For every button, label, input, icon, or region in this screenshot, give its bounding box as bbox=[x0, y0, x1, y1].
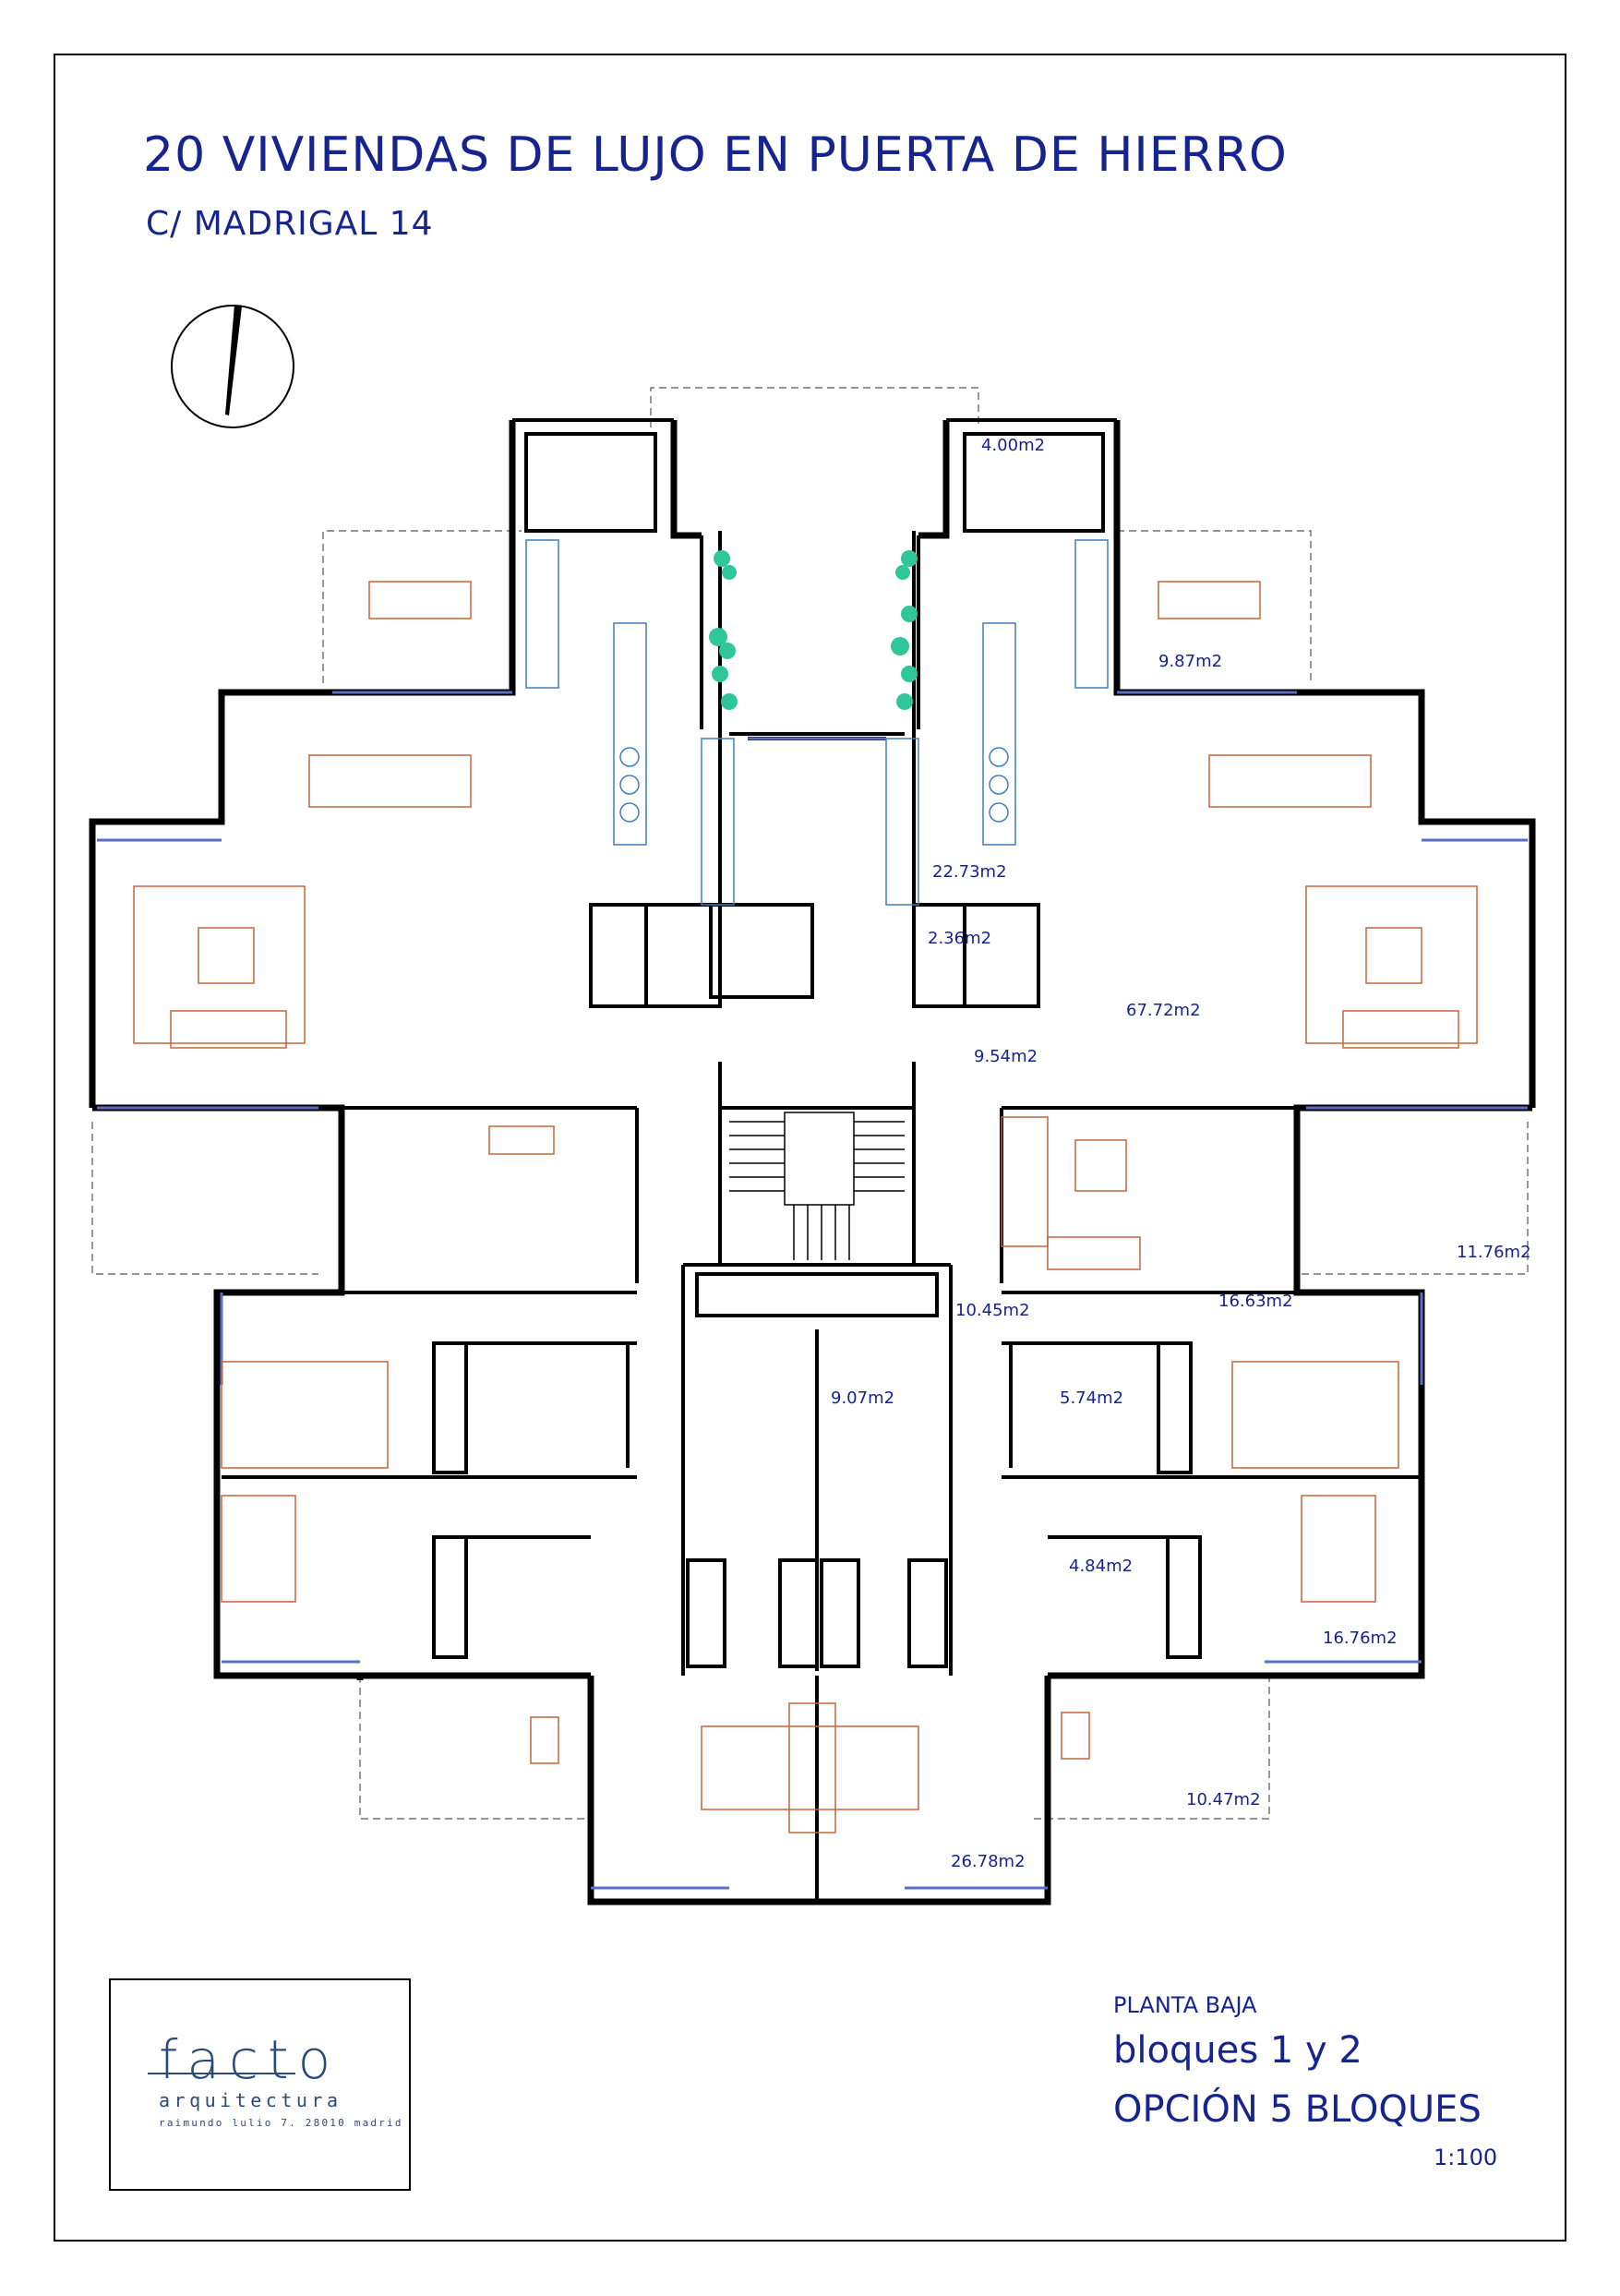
area-label: 22.73m2 bbox=[932, 862, 1007, 882]
logo-underline bbox=[148, 2073, 295, 2074]
project-title: 20 VIVIENDAS DE LUJO EN PUERTA DE HIERRO bbox=[143, 127, 1288, 183]
area-label: 67.72m2 bbox=[1126, 1001, 1201, 1020]
logo-subtitle: arquitectura bbox=[159, 2089, 342, 2111]
staircase bbox=[729, 1112, 905, 1260]
north-arrow-icon bbox=[171, 305, 294, 428]
terrace-outlines bbox=[91, 387, 1529, 1820]
area-label: 26.78m2 bbox=[951, 1852, 1026, 1871]
blocks-label: bloques 1 y 2 bbox=[1113, 2029, 1362, 2072]
interior-walls bbox=[222, 418, 1422, 1902]
area-label: 11.76m2 bbox=[1457, 1243, 1531, 1262]
floor-label: PLANTA BAJA bbox=[1113, 1992, 1257, 2018]
windows bbox=[97, 691, 1528, 1890]
kitchen-fixtures bbox=[525, 539, 1109, 906]
sheet-border bbox=[54, 54, 1566, 2242]
planter-plants bbox=[709, 550, 918, 710]
area-label: 9.07m2 bbox=[831, 1388, 894, 1408]
area-label: 16.63m2 bbox=[1218, 1292, 1293, 1311]
exterior-walls bbox=[89, 420, 1536, 1905]
area-label: 4.00m2 bbox=[981, 436, 1045, 455]
area-label: 9.87m2 bbox=[1158, 652, 1222, 671]
area-label: 9.54m2 bbox=[974, 1047, 1038, 1066]
area-label: 2.36m2 bbox=[928, 929, 991, 948]
logo-address: raimundo lulio 7. 28010 madrid bbox=[159, 2117, 403, 2129]
area-label: 10.47m2 bbox=[1186, 1790, 1261, 1809]
area-label: 16.76m2 bbox=[1323, 1629, 1398, 1648]
scale-label: 1:100 bbox=[1434, 2145, 1498, 2170]
project-address: C/ MADRIGAL 14 bbox=[146, 205, 434, 243]
area-label: 4.84m2 bbox=[1069, 1557, 1133, 1576]
architect-logo: facto arquitectura raimundo lulio 7. 280… bbox=[109, 1978, 411, 2191]
area-label: 5.74m2 bbox=[1060, 1388, 1123, 1408]
logo-wordmark: facto bbox=[159, 2028, 341, 2091]
area-label: 10.45m2 bbox=[955, 1301, 1030, 1320]
furniture bbox=[133, 581, 1478, 1833]
option-label: OPCIÓN 5 BLOQUES bbox=[1113, 2088, 1482, 2131]
